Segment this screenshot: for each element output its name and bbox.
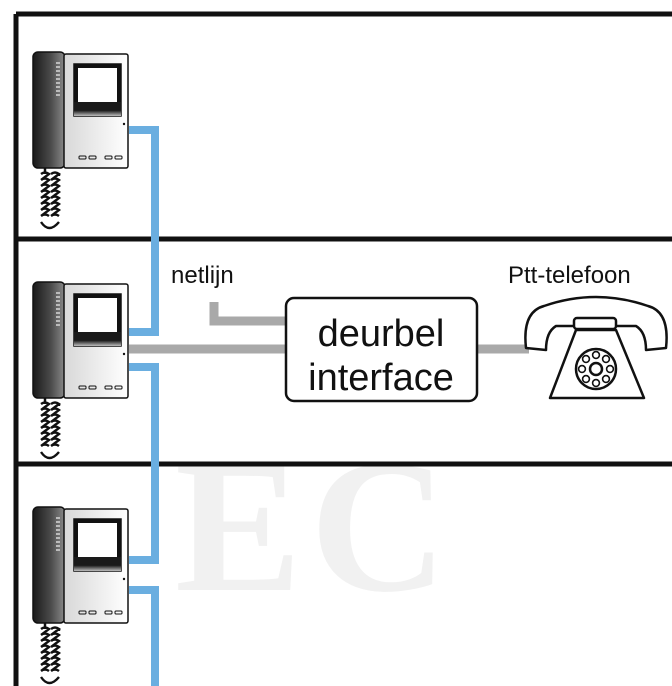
interface-label-line2: interface [308, 357, 454, 399]
netlijn-label: netlijn [171, 262, 234, 289]
watermark: E C [175, 422, 447, 632]
intercom-unit-floor-2 [31, 280, 130, 460]
doorbell-interface-box: deurbel interface [284, 296, 479, 403]
intercom-unit-floor-1 [31, 50, 130, 230]
intercom-unit-floor-3 [31, 505, 130, 685]
building-frame [13, 11, 672, 686]
watermark-letter-c: C [310, 422, 447, 632]
bus-line [129, 126, 159, 686]
telephone-label: Ptt-telefoon [508, 262, 631, 289]
rotary-telephone-icon [524, 295, 668, 400]
watermark-letter-e: E [175, 422, 302, 632]
interface-label-line1: deurbel [318, 313, 445, 355]
phone-line [129, 302, 529, 354]
